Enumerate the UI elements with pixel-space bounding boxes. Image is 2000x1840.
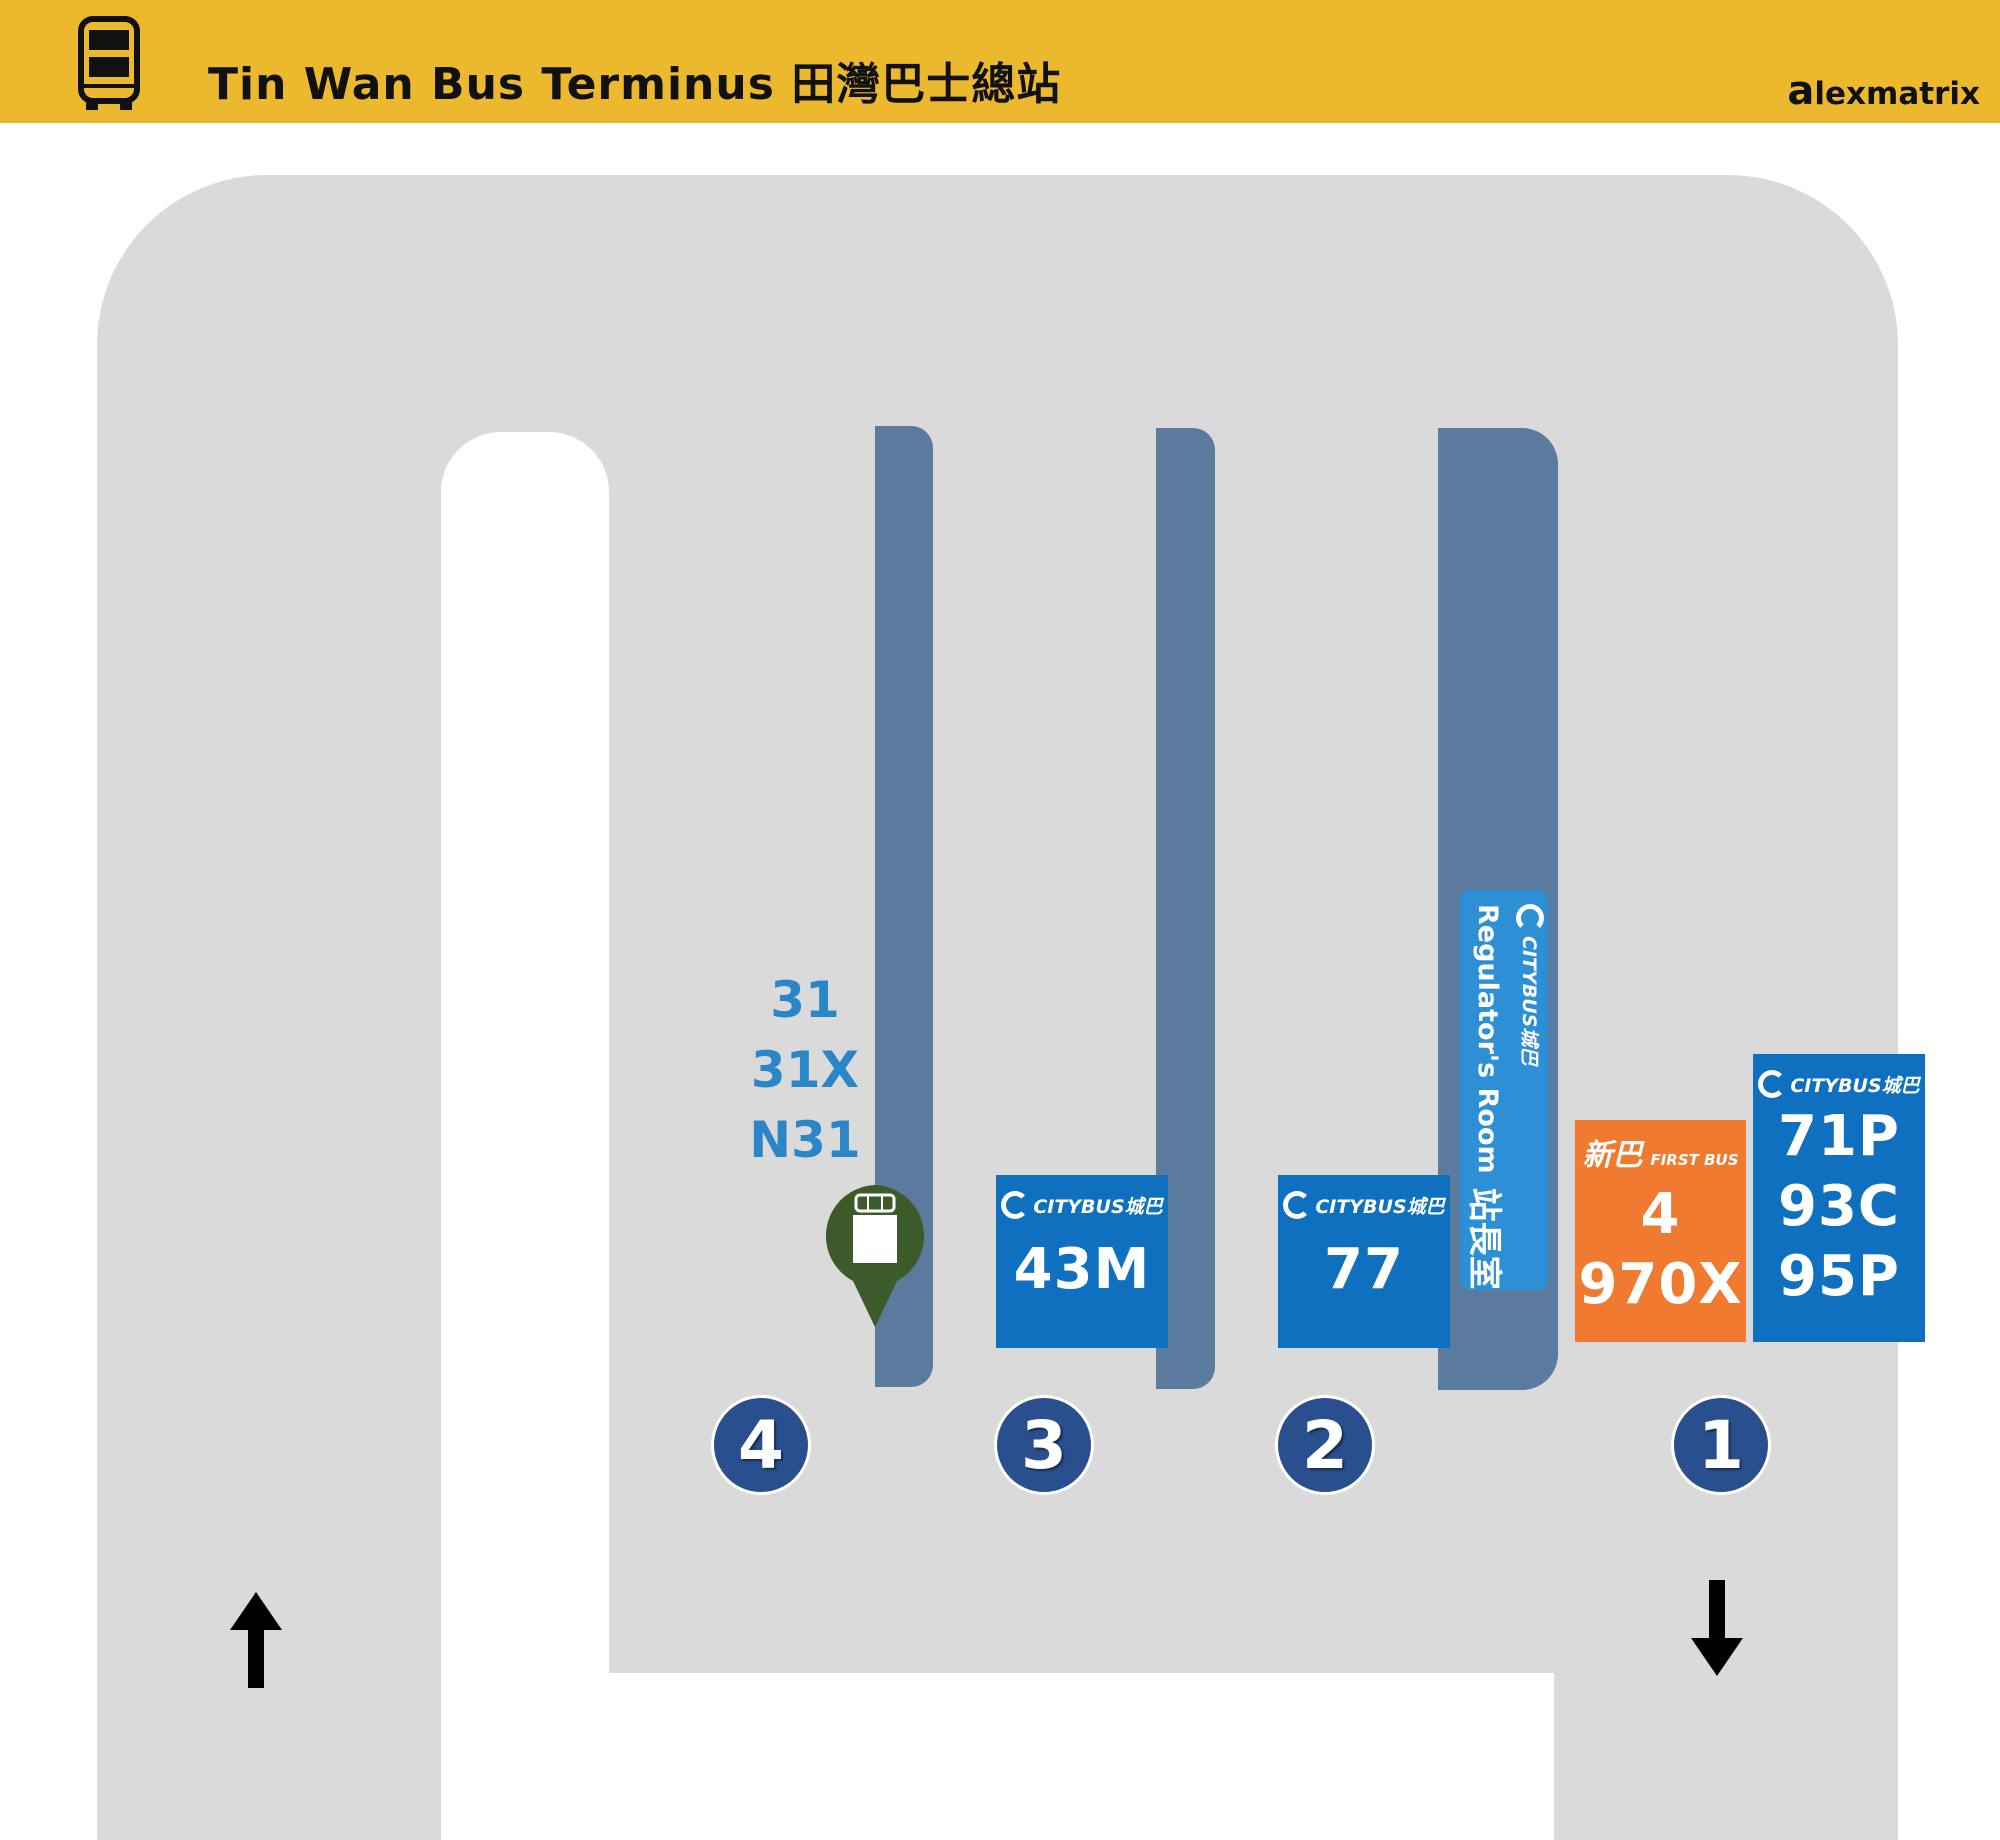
down-arrow-icon (1691, 1580, 1743, 1676)
up-arrow-icon (230, 1592, 282, 1688)
stop-2-route-sign: CITYBUS城巴 77 (1278, 1175, 1450, 1348)
stop-1-firstbus-sign: 新巴 FIRST BUS 4 970X (1575, 1120, 1746, 1342)
header-bar: Tin Wan Bus Terminus 田灣巴士總站 alexmatrix (0, 0, 2000, 123)
route-label: 970X (1578, 1252, 1743, 1317)
brand-initial: a (1787, 68, 1815, 114)
page-title: Tin Wan Bus Terminus 田灣巴士總站 (208, 59, 1062, 110)
firstbus-en: FIRST BUS (1650, 1151, 1739, 1169)
green-minibus-pin-icon (825, 1185, 925, 1327)
route-label: 43M (1013, 1237, 1151, 1302)
regulator-label-en: Regulator's Room (1472, 904, 1504, 1174)
route-label: 95P (1778, 1244, 1900, 1309)
route-label: 31X (750, 1041, 860, 1099)
double-decker-bus-icon (78, 16, 140, 110)
citybus-logo: CITYBUS城巴 (1001, 1191, 1163, 1219)
route-label: N31 (749, 1111, 861, 1169)
operator-name: CITYBUS城巴 (1790, 1074, 1920, 1097)
stop-1-citybus-sign: CITYBUS城巴 71P 93C 95P (1753, 1054, 1925, 1342)
operator-name: CITYBUS城巴 (1315, 1195, 1445, 1218)
operator-name: CITYBUS城巴 (1033, 1195, 1163, 1218)
regulators-room: CITYBUS城巴 Regulator's Room 站長室 (1460, 890, 1548, 1290)
inner-island-bottom (609, 1673, 1554, 1840)
citybus-swoosh-icon (1758, 1070, 1787, 1098)
route-label: 77 (1324, 1237, 1404, 1302)
brand-logo: alexmatrix (1787, 68, 1980, 114)
regulator-operator: CITYBUS城巴 (1518, 936, 1540, 1066)
inner-island-left (441, 432, 609, 1840)
stop-number-3: 3 (994, 1395, 1094, 1495)
route-label: 71P (1778, 1104, 1900, 1169)
firstbus-cn: 新巴 (1582, 1138, 1643, 1173)
route-label: 93C (1777, 1174, 1901, 1239)
stop-3-route-sign: CITYBUS城巴 43M (996, 1175, 1168, 1348)
citybus-logo: CITYBUS城巴 (1283, 1191, 1445, 1219)
stop-number-1: 1 (1671, 1395, 1771, 1495)
citybus-swoosh-icon (1001, 1191, 1030, 1219)
brand-name: lexmatrix (1814, 76, 1980, 112)
route-label: 31 (770, 971, 840, 1029)
citybus-swoosh-icon (1283, 1191, 1312, 1219)
citybus-logo: CITYBUS城巴 (1758, 1070, 1920, 1098)
citybus-logo: CITYBUS城巴 (1516, 904, 1545, 1066)
route-label: 4 (1640, 1182, 1681, 1247)
firstbus-logo: 新巴 FIRST BUS (1582, 1130, 1738, 1174)
stop-4-routes: 31 31X N31 (730, 965, 880, 1175)
stop-number-2: 2 (1275, 1395, 1375, 1495)
regulator-label-cn: 站長室 (1464, 1187, 1505, 1290)
stop-number-4: 4 (711, 1395, 811, 1495)
citybus-swoosh-icon (1516, 904, 1545, 932)
